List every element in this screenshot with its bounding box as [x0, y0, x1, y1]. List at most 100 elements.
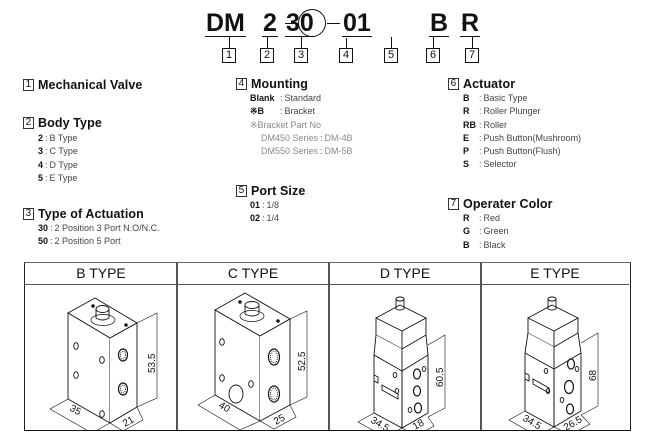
width-dimension: 40 — [217, 400, 233, 415]
option-value: Roller Plunger — [483, 106, 541, 117]
section-number: 4 — [236, 78, 247, 90]
option-value: C Type — [49, 146, 78, 157]
code-dash — [327, 23, 340, 25]
column-divider — [328, 263, 330, 430]
section-body-type: 2 Body Type 2:B Type 3:C Type 4:D Type 5… — [23, 115, 102, 185]
depth-dimension: 26.5 — [562, 414, 585, 430]
option-value: Basic Type — [483, 93, 528, 103]
list-item: G:Green — [463, 225, 553, 238]
table-header-b-type: B TYPE — [25, 263, 177, 285]
series-name: DM550 Series — [261, 146, 319, 157]
list-item: S:Selector — [463, 158, 581, 171]
type-dimension-table: B TYPE C TYPE D TYPE E TYPE — [24, 262, 631, 431]
e-type-drawing: 68 34.5 26.5 — [482, 285, 629, 430]
option-key: R — [463, 106, 470, 117]
list-item: B:Black — [463, 239, 553, 252]
section-number: 1 — [23, 79, 34, 91]
section-number: 5 — [236, 185, 247, 197]
option-key: 01 — [250, 200, 261, 210]
option-key: P — [463, 146, 470, 157]
depth-dimension: 25 — [272, 412, 288, 427]
b-type-drawing: 53.5 35 21 — [25, 285, 176, 430]
b-type-valve-illustration: 53.5 35 21 — [49, 297, 158, 430]
code-num-2: 2 — [260, 48, 274, 63]
code-num-5: 5 — [384, 48, 398, 63]
section-actuator: 6 Actuator B:Basic Type R:Roller Plunger… — [448, 76, 581, 172]
option-key: RB — [463, 119, 476, 130]
section-number: 3 — [23, 208, 34, 220]
option-value: Roller — [483, 119, 508, 130]
section-number: 6 — [448, 78, 459, 90]
option-value: Red — [483, 213, 501, 223]
section-port-size: 5 Port Size 01:1/8 02:1/4 — [236, 183, 305, 226]
stem — [391, 37, 392, 48]
option-key: 2 — [38, 133, 44, 143]
section-title: 6 Actuator — [448, 76, 581, 92]
section-title: 2 Body Type — [23, 115, 102, 131]
height-dimension: 53.5 — [147, 353, 158, 373]
option-key: B — [463, 93, 470, 103]
section-type-of-actuation: 3 Type of Actuation 30:2 Position 3 Port… — [23, 206, 160, 249]
section-mounting: 4 Mounting Blank:Standard ※B:Bracket ※Br… — [236, 76, 353, 158]
list-item: 2:B Type — [38, 132, 102, 145]
list-item: 50:2 Position 5 Port — [38, 235, 160, 248]
option-key: E — [463, 132, 470, 143]
stem — [433, 37, 434, 48]
section-title: 4 Mounting — [236, 76, 353, 92]
code-part-port-size: 01 — [342, 9, 372, 37]
option-value: 1/8 — [266, 200, 280, 210]
section-title: 1 Mechanical Valve — [23, 77, 142, 93]
stem — [472, 37, 473, 48]
depth-dimension: 21 — [121, 414, 137, 429]
option-key: 02 — [250, 213, 261, 224]
option-key: 30 — [38, 223, 49, 233]
option-key: S — [463, 159, 470, 170]
section-title-text: Mechanical Valve — [38, 78, 143, 92]
option-value: B Type — [49, 133, 78, 143]
column-divider — [176, 263, 178, 430]
list-item: Blank:Standard — [250, 92, 353, 105]
list-item: 4:D Type — [38, 159, 102, 172]
depth-dimension: 18 — [411, 417, 427, 430]
list-item: RB:Roller — [463, 119, 581, 132]
code-part-body-type: 2 — [262, 9, 278, 37]
width-dimension: 35 — [68, 403, 84, 418]
section-title: 5 Port Size — [236, 183, 305, 199]
mounting-placeholder-circle — [298, 9, 326, 37]
table-header-d-type: D TYPE — [329, 263, 481, 285]
option-value: Standard — [284, 93, 322, 103]
option-key: Blank — [250, 93, 275, 103]
code-num-1: 1 — [222, 48, 236, 63]
section-title-text: Type of Actuation — [38, 207, 144, 221]
list-item: R:Roller Plunger — [463, 105, 581, 118]
section-title-text: Port Size — [251, 184, 306, 198]
bracket-note-title: ※Bracket Part No — [250, 119, 322, 130]
stem — [301, 37, 302, 48]
option-value: Black — [483, 239, 506, 250]
code-part-dm: DM — [205, 9, 246, 37]
section-title-text: Body Type — [38, 116, 102, 130]
section-number: 2 — [23, 117, 34, 129]
code-dash — [462, 23, 474, 25]
list-item: 01:1/8 — [250, 199, 305, 212]
option-key: 5 — [38, 172, 44, 183]
list-item: DM450 Series:DM-4B — [261, 132, 353, 145]
c-type-valve-illustration: 52.5 40 25 — [197, 292, 308, 430]
stem — [267, 37, 268, 48]
list-item: 30:2 Position 3 Port N.O/N.C. — [38, 222, 160, 235]
option-key: 3 — [38, 146, 44, 157]
code-num-4: 4 — [339, 48, 353, 63]
e-type-valve-illustration: 68 34.5 26.5 — [508, 296, 599, 430]
series-name: DM450 Series — [261, 132, 319, 143]
stem — [229, 37, 230, 48]
code-dash — [285, 23, 297, 25]
height-dimension: 68 — [588, 369, 599, 381]
part-number: DM-4B — [324, 132, 353, 143]
option-key: B — [463, 239, 470, 250]
section-operater-color: 7 Operater Color R:Red G:Green B:Black — [448, 196, 553, 252]
option-value: Bracket — [284, 106, 316, 117]
option-value: Push Button(Mushroom) — [483, 132, 582, 143]
option-key: R — [463, 213, 470, 223]
option-key: 4 — [38, 159, 44, 170]
list-item: 5:E Type — [38, 172, 102, 185]
